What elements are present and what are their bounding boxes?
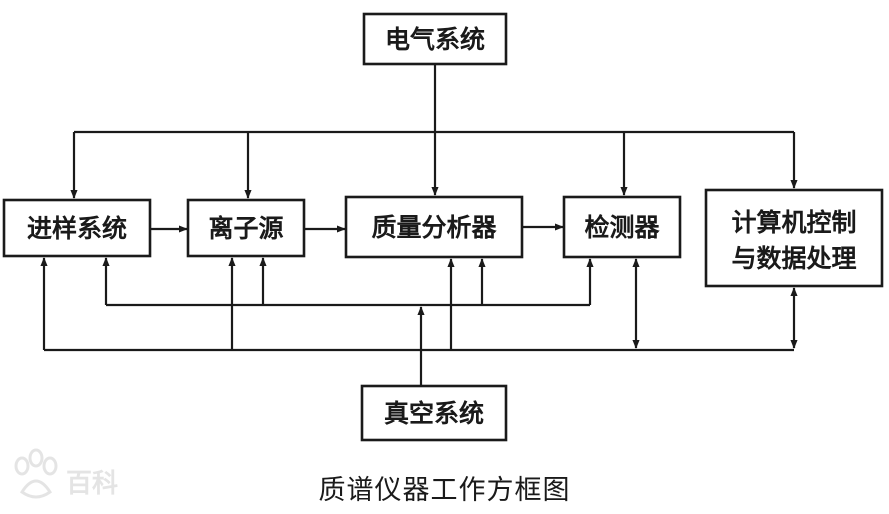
node-ion-source: 离子源 <box>186 198 306 258</box>
node-computer-label-line2: 与数据处理 <box>731 244 856 273</box>
node-detector-label: 检测器 <box>584 213 660 242</box>
node-detector: 检测器 <box>562 195 682 259</box>
watermark-text: 百科 <box>66 469 118 499</box>
node-sample-inlet-label: 进样系统 <box>27 214 127 243</box>
node-electrical-label: 电气系统 <box>385 25 485 54</box>
node-mass-analyzer: 质量分析器 <box>344 195 524 259</box>
node-computer-control: 计算机控制 与数据处理 <box>704 188 884 288</box>
node-vacuum-system: 真空系统 <box>360 384 508 442</box>
node-ion-source-label: 离子源 <box>208 214 283 243</box>
node-mass-analyzer-label: 质量分析器 <box>371 213 497 242</box>
node-vacuum-label: 真空系统 <box>384 399 484 428</box>
node-electrical-system: 电气系统 <box>362 12 508 66</box>
paw-icon <box>14 448 58 499</box>
node-computer-label-line1: 计算机控制 <box>731 208 856 237</box>
baike-watermark-logo: 百科 <box>14 448 118 499</box>
node-sample-inlet: 进样系统 <box>2 198 152 258</box>
diagram-caption: 质谱仪器工作方框图 <box>318 475 571 506</box>
